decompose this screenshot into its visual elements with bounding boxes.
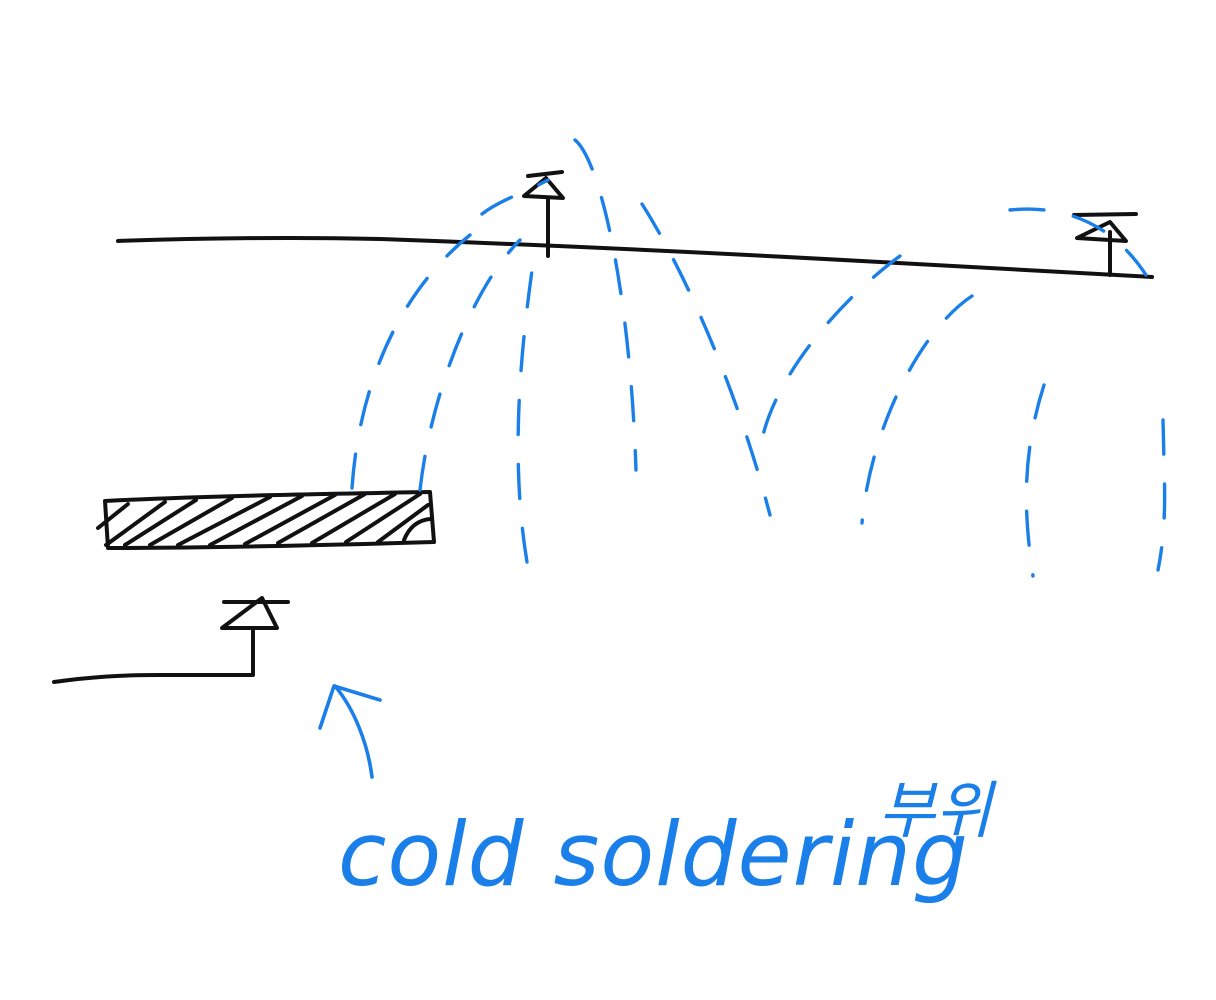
hatched-bar (96, 490, 436, 550)
annotation-korean: 부위 (878, 774, 997, 847)
upper-baseline (116, 235, 1154, 279)
pointer-arrow (318, 684, 382, 779)
lower-baseline (52, 673, 254, 684)
support-symbol-upper-right (1072, 212, 1138, 277)
annotation-english: cold soldering (338, 803, 969, 906)
dashed-deflection-lines (350, 138, 1167, 578)
support-symbol-upper-left (522, 170, 565, 258)
support-symbol-lower (220, 596, 290, 677)
